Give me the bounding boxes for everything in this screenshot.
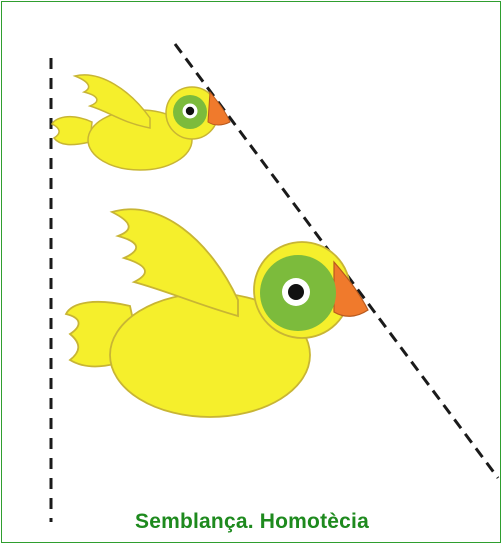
large-bird <box>66 209 368 417</box>
caption-title: Semblança. Homotècia <box>0 510 504 534</box>
small-bird <box>52 75 230 170</box>
